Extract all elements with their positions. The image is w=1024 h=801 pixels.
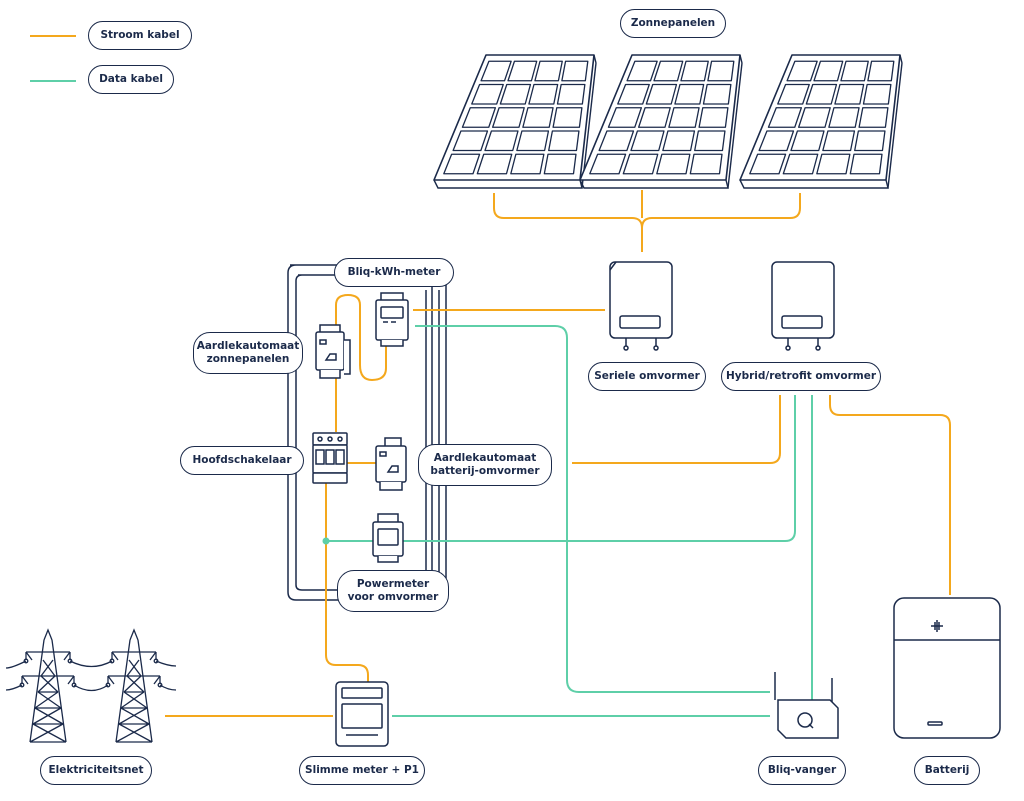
powermeter-label-line1: Powermeter: [356, 578, 430, 590]
hybrid-inverter-label: Hybrid/retrofit omvormer: [721, 362, 881, 391]
serial-inverter-device: [609, 261, 673, 351]
rcbo-solar-device: [315, 324, 351, 379]
bliq-catcher-device: [774, 672, 839, 739]
battery-label: Batterij: [914, 756, 980, 785]
rcbo-solar-label: Aardlekautomaat zonnepanelen: [193, 332, 303, 374]
minus-icon: [927, 721, 943, 726]
legend-data-label: Data kabel: [88, 65, 174, 94]
battery-device: [893, 597, 1001, 739]
main-switch-device: [312, 432, 348, 484]
rcbo-battery-label: Aardlekautomaat batterij-omvormer: [418, 444, 552, 486]
grid-label: Elektriciteitsnet: [40, 756, 152, 785]
rcbo-solar-label-line1: Aardlekautomaat: [196, 340, 300, 352]
rcbo-battery-label-line1: Aardlekautomaat: [433, 452, 537, 464]
plus-icon: [931, 620, 943, 632]
powermeter-label: Powermeter voor omvormer: [337, 570, 449, 612]
powermeter-device: [372, 513, 404, 563]
data-cables: [326, 325, 813, 717]
bliq-kwh-meter-label: Bliq-kWh-meter: [334, 258, 454, 287]
bliq-catcher-label: Bliq-vanger: [758, 756, 846, 785]
panel-bracket-cable: [493, 190, 801, 252]
bliq-kwh-meter-device: [375, 292, 409, 347]
solar-panel-1: [433, 54, 597, 189]
power-grid-towers: [5, 628, 177, 743]
powermeter-label-line2: voor omvormer: [347, 591, 439, 603]
smart-meter-label: Slimme meter + P1: [299, 756, 425, 785]
distribution-cabinet: [287, 264, 447, 601]
main-switch-label: Hoofdschakelaar: [180, 446, 304, 475]
power-cables: [165, 293, 951, 717]
serial-inverter-label: Seriele omvormer: [588, 362, 706, 391]
rcbo-battery-device: [375, 437, 407, 491]
rcbo-battery-label-line2: batterij-omvormer: [430, 465, 540, 477]
solar-panel-3: [739, 54, 903, 189]
smart-meter-device: [335, 681, 389, 747]
data-junction-dot: [322, 537, 330, 545]
bliq-logo-icon: [797, 712, 813, 728]
solar-panel-2: [579, 54, 743, 189]
legend-power-label: Stroom kabel: [88, 21, 192, 50]
solar-panels-label: Zonnepanelen: [620, 9, 726, 38]
hybrid-inverter-device: [771, 261, 835, 351]
rcbo-solar-label-line2: zonnepanelen: [206, 353, 290, 365]
